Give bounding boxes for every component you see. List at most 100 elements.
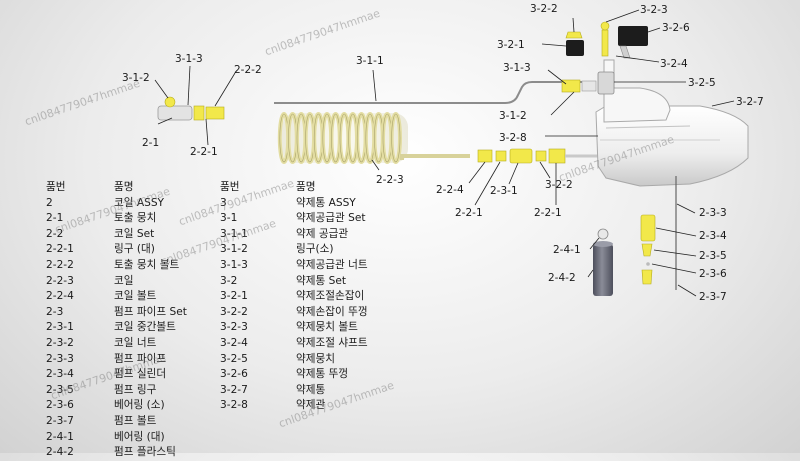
table-cell-part-no: 2-3-7: [46, 414, 74, 427]
table-cell-part-name: 펌프 링구: [114, 383, 157, 396]
header-part-name-right: 품명: [296, 181, 316, 193]
callout-2-4-2: 2-4-2: [548, 272, 576, 284]
table-cell-part-name: 약제관: [296, 399, 326, 412]
table-cell-part-name: 약제뭉치: [296, 352, 335, 365]
callout-2-3-7: 2-3-7: [699, 291, 727, 303]
table-cell-part-no: 3-1-1: [220, 227, 248, 240]
callout-2-2-2: 2-2-2: [234, 64, 262, 76]
header-part-no: 품번: [46, 181, 66, 193]
callout-2-3-5: 2-3-5: [699, 250, 727, 262]
table-cell-part-no: 3-1: [220, 212, 238, 225]
table-cell-part-name: 약제조절 샤프트: [296, 336, 368, 349]
coil-turn-edge: [391, 113, 401, 163]
callout-2-3-1: 2-3-1: [490, 185, 518, 197]
callout-3-2-3: 3-2-3: [640, 4, 668, 16]
table-cell-part-no: 3-2-1: [220, 290, 248, 303]
table-cell-part-name: 코일 볼트: [114, 290, 157, 303]
dosing-knob: [566, 40, 584, 56]
table-cell-part-no: 3-2-5: [220, 352, 248, 365]
table-cell-part-no: 2-2-2: [46, 258, 74, 271]
table-cell-part-name: 약제통 ASSY: [296, 196, 356, 209]
callout-3-2-2-lower: 3-2-2: [545, 179, 573, 191]
table-cell-part-name: 약제 공급관: [296, 227, 349, 240]
callout-2-3-3: 2-3-3: [699, 207, 727, 219]
pump-parts: [640, 176, 677, 290]
table-cell-part-no: 2-2-3: [46, 274, 74, 287]
table-cell-part-name: 펌프 파이프 Set: [114, 305, 187, 318]
table-cell-part-name: 약제손잡이 뚜껑: [296, 305, 368, 318]
table-cell-part-name: 펌프 볼트: [114, 414, 157, 427]
table-cell-part-name: 토출 뭉치: [114, 212, 157, 225]
leader-lines: [154, 9, 735, 297]
table-cell-part-no: 2-3-4: [46, 368, 74, 381]
callout-3-1-2: 3-1-2: [122, 72, 150, 84]
tank-lid: [618, 26, 648, 46]
table-cell-part-no: 2-3: [46, 305, 64, 318]
table-cell-part-no: 3-2-6: [220, 368, 248, 381]
callout-3-2-7: 3-2-7: [736, 96, 764, 108]
discharge-head: [157, 96, 225, 121]
callout-3-2-8: 3-2-8: [499, 132, 527, 144]
table-cell-part-no: 3-2-3: [220, 321, 248, 334]
callout-2-2-1-left: 2-2-1: [190, 146, 218, 158]
callout-3-2-2: 3-2-2: [530, 3, 558, 15]
table-cell-part-no: 2-2-4: [46, 290, 74, 303]
table-cell-part-name: 약제통 뚜껑: [296, 368, 349, 381]
callout-labels: 3-1-2 3-1-3 2-2-2 3-1-1 2-1 2-2-1 2-2-3 …: [122, 3, 764, 303]
table-cell-part-name: 베어링 (소): [114, 399, 165, 412]
table-cell-part-no: 3-2-8: [220, 399, 248, 412]
header-part-name: 품명: [114, 181, 134, 193]
callout-2-3-4: 2-3-4: [699, 230, 727, 242]
table-cell-part-name: 코일 ASSY: [114, 196, 165, 209]
table-cell-part-name: 코일 너트: [114, 336, 157, 349]
pump-plastic: [593, 228, 613, 296]
callout-3-2-5: 3-2-5: [688, 77, 716, 89]
callout-2-2-4: 2-2-4: [436, 184, 464, 196]
table-cell-part-name: 약제공급관 Set: [296, 212, 366, 225]
table-cell-part-no: 2-3-5: [46, 383, 74, 396]
table-cell-part-no: 3-1-2: [220, 243, 248, 256]
callout-3-2-6: 3-2-6: [662, 22, 690, 34]
callout-2-4-1: 2-4-1: [553, 244, 581, 256]
table-cell-part-name: 링구(소): [296, 243, 334, 256]
callout-3-1-3: 3-1-3: [175, 53, 203, 65]
table-cell-part-name: 약제조절손잡이: [296, 290, 365, 303]
table-cell-part-name: 펌프 실린더: [114, 368, 167, 381]
table-cell-part-name: 토출 뭉치 볼트: [114, 258, 180, 271]
dosing-fittings: [561, 21, 648, 95]
table-cell-part-no: 2: [46, 196, 53, 209]
table-cell-part-no: 3: [220, 196, 227, 209]
table-cell-part-no: 3-2: [220, 274, 238, 287]
callout-3-1-1: 3-1-1: [356, 55, 384, 67]
table-cell-part-name: 링구 (대): [114, 243, 155, 256]
table-cell-part-no: 3-1-3: [220, 258, 248, 271]
callout-2-2-1-mid: 2-2-1: [455, 207, 483, 219]
table-cell-part-name: 펌프 파이프: [114, 352, 167, 365]
table-cell-part-no: 2-4-1: [46, 430, 74, 443]
table-cell-part-name: 코일 중간볼트: [114, 321, 176, 334]
callout-3-2-1: 3-2-1: [497, 39, 525, 51]
callout-3-1-2-right: 3-1-2: [499, 110, 527, 122]
chemical-tank: [595, 59, 749, 187]
callout-2-2-3: 2-2-3: [376, 174, 404, 186]
table-cell-part-no: 3-2-4: [220, 336, 248, 349]
callout-2-3-6: 2-3-6: [699, 268, 727, 280]
table-cell-part-name: 약제통 Set: [296, 274, 347, 287]
supply-tube: [274, 81, 585, 104]
table-cell-part-no: 2-3-1: [46, 321, 74, 334]
callout-3-2-4: 3-2-4: [660, 58, 688, 70]
table-cell-part-no: 2-2-1: [46, 243, 74, 256]
knob-cap: [565, 31, 583, 39]
table-cell-part-no: 2-3-6: [46, 399, 74, 412]
table-cell-part-no: 2-2: [46, 227, 64, 240]
table-cell-part-name: 베어링 (대): [114, 430, 165, 443]
table-cell-part-no: 2-3-3: [46, 352, 74, 365]
table-cell-part-name: 코일 Set: [114, 227, 155, 240]
header-part-no-right: 품번: [220, 181, 240, 193]
table-cell-part-name: 코일: [114, 274, 134, 287]
table-cell-part-name: 약제공급관 너트: [296, 258, 368, 271]
callout-2-1: 2-1: [142, 137, 159, 149]
